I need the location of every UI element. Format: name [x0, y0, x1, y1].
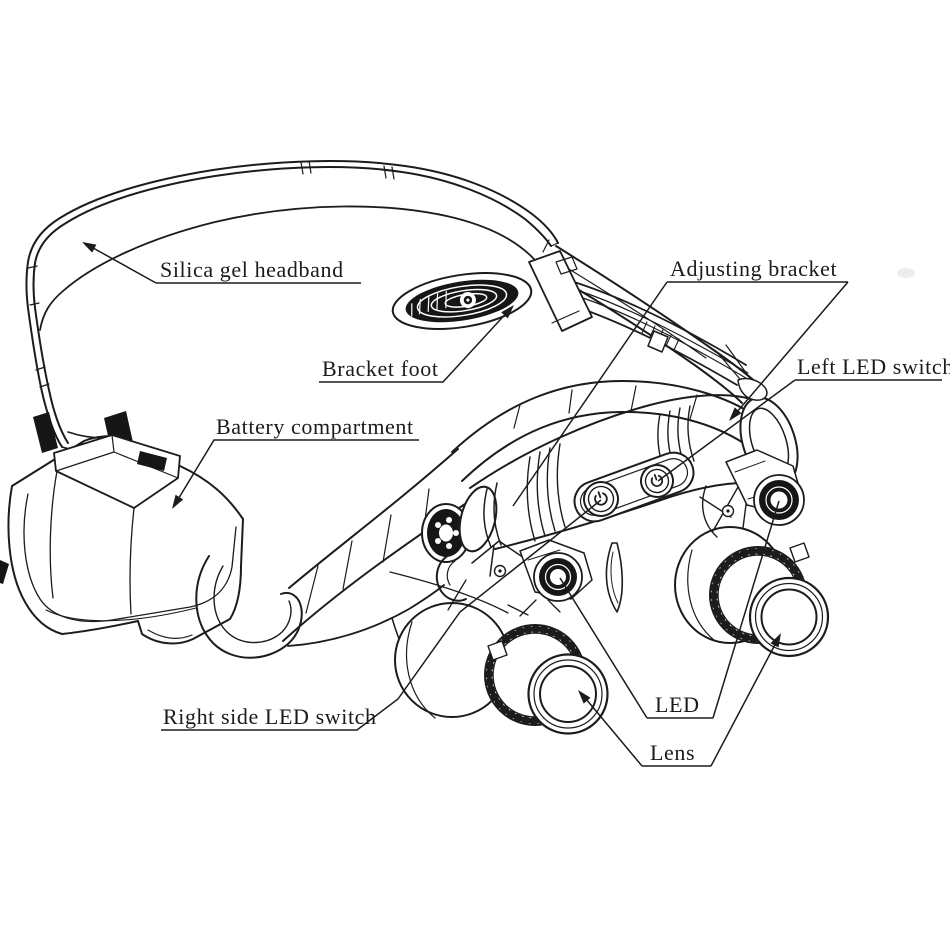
label-lens: Lens — [650, 740, 695, 765]
callout-lens — [578, 633, 781, 767]
leader-line — [512, 281, 849, 507]
power-icon — [594, 491, 608, 506]
battery-compartment-art — [0, 434, 244, 645]
leader-line — [559, 500, 780, 719]
print-smudge — [897, 268, 915, 278]
arrowhead — [729, 407, 742, 421]
leader-line — [657, 379, 942, 482]
label-silica-gel-headband: Silica gel headband — [160, 257, 344, 282]
label-adjusting-bracket: Adjusting bracket — [670, 256, 837, 281]
left-led-switch-button — [640, 464, 674, 498]
callout-led — [559, 500, 780, 719]
label-led: LED — [655, 692, 700, 717]
callout-silica-gel-headband — [82, 242, 361, 284]
bracket-foot-pad — [391, 272, 533, 330]
led-right-art — [725, 449, 805, 526]
arrowhead — [770, 633, 781, 648]
labels: Silica gel headband Bracket foot Battery… — [160, 256, 950, 765]
callout-left-led-switch — [657, 379, 942, 482]
leader-line — [85, 243, 361, 284]
callout-adjusting-bracket — [512, 281, 849, 507]
power-icon — [650, 473, 663, 487]
callout-right-side-led-switch — [161, 499, 602, 731]
leader-line — [161, 499, 602, 731]
strap-clip-left — [33, 412, 58, 453]
arrowhead — [578, 690, 591, 704]
label-battery-compartment: Battery compartment — [216, 414, 414, 439]
battery-lid-clip — [137, 451, 167, 471]
lens-barrel-left-art — [394, 579, 609, 735]
left-hinge-art — [435, 540, 528, 602]
lens-barrel-right-art — [674, 485, 830, 658]
leader-line — [580, 636, 780, 767]
label-bracket-foot: Bracket foot — [322, 356, 439, 381]
leader-line — [319, 307, 512, 383]
callouts — [82, 242, 942, 767]
leader-line — [173, 439, 419, 507]
callout-battery-compartment — [172, 439, 419, 509]
led-left-art — [519, 539, 593, 602]
arrowhead — [172, 494, 184, 509]
adjusting-blade — [605, 542, 624, 613]
arrowhead — [82, 242, 97, 253]
label-right-side-led-switch: Right side LED switch — [163, 704, 377, 729]
bracket-foot-art — [391, 250, 593, 332]
label-left-led-switch: Left LED switch — [797, 354, 950, 379]
callout-bracket-foot — [319, 305, 514, 383]
bracket-foot-mount-plate — [528, 250, 593, 332]
arrowhead — [501, 305, 514, 319]
cowl-art — [451, 380, 759, 482]
ratchet-knob-art — [421, 503, 471, 563]
